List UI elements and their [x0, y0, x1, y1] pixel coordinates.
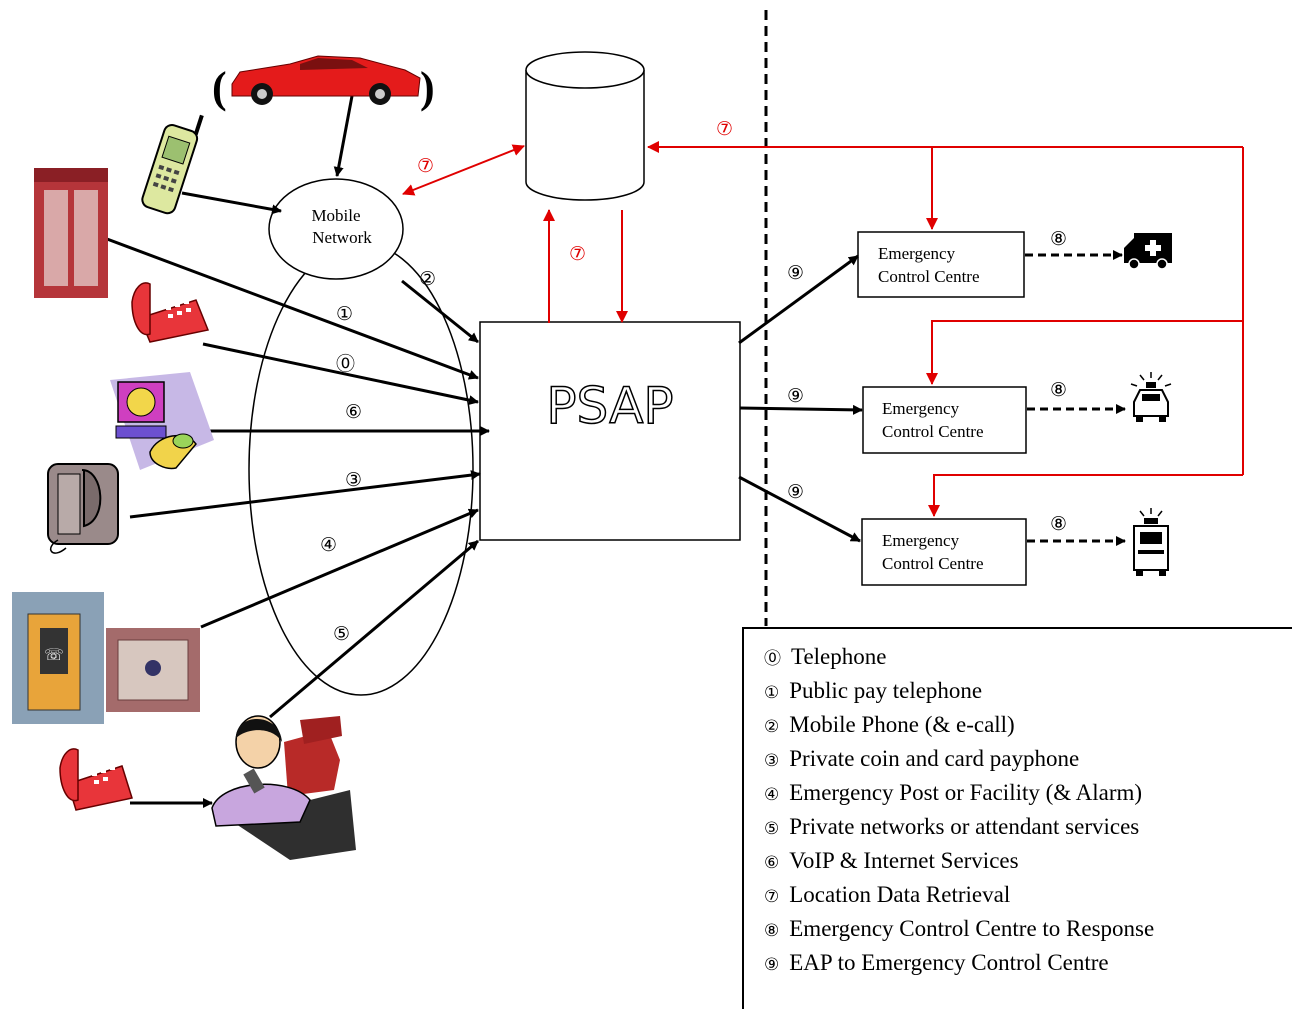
ecc-1-line2: Control Centre [878, 267, 980, 286]
marker-8-ecc2: ⑧ [1050, 379, 1067, 401]
db-mobile-red-arrow [402, 144, 525, 196]
fire-truck-icon [1133, 508, 1169, 576]
marker-7-mobile: ⑦ [417, 155, 434, 177]
ecc-2-line2: Control Centre [882, 422, 984, 441]
psap-label: PSAP [546, 377, 673, 435]
phone-booth-icon [34, 168, 108, 298]
legend-text: Private networks or attendant services [789, 814, 1140, 839]
alarm-box-icon [106, 628, 200, 712]
operator-icon [211, 715, 356, 860]
ecc-3-line2: Control Centre [882, 554, 984, 573]
marker-3: ③ [345, 469, 362, 491]
red-to-ecc3 [928, 474, 1243, 517]
marker-7-psap: ⑦ [569, 243, 586, 265]
ecc-1-line1: Emergency [878, 244, 956, 263]
computer-phone-icon [110, 372, 214, 470]
ecc-box-1: Emergency Control Centre [857, 231, 1025, 298]
marker-6: ⑥ [345, 401, 362, 423]
marker-5: ⑤ [333, 623, 350, 645]
legend-marker: ⓪ [764, 649, 781, 669]
legend-marker: ② [764, 717, 780, 737]
legend-text: Emergency Control Centre to Response [789, 916, 1155, 941]
car-paren-open: ( [212, 63, 227, 112]
ambulance-icon [1124, 233, 1172, 270]
psap-to-ecc2-arrow [739, 404, 863, 415]
legend-item: ⑦ Location Data Retrieval [764, 879, 1292, 913]
legend-item: ⑨ EAP to Emergency Control Centre [764, 947, 1292, 981]
marker-9-ecc3: ⑨ [787, 481, 804, 503]
payphone-to-psap-arrow [129, 470, 481, 519]
legend-marker: ⑧ [764, 921, 780, 941]
legend-item: ① Public pay telephone [764, 675, 1292, 709]
payphone-icon [47, 463, 119, 554]
legend-item: ⑧ Emergency Control Centre to Response [764, 913, 1292, 947]
car-to-mobile-arrow [333, 95, 354, 177]
ecc-box-2: Emergency Control Centre [862, 386, 1027, 454]
legend-text: Public pay telephone [789, 678, 983, 703]
phone-to-mobile-arrow [181, 191, 282, 215]
database-icon [525, 51, 645, 201]
ecc-box-3: Emergency Control Centre [861, 518, 1027, 586]
legend-marker: ⑤ [764, 819, 780, 839]
legend-text: Private coin and card payphone [789, 746, 1080, 771]
police-car-icon [1130, 372, 1172, 422]
marker-8-ecc1: ⑧ [1050, 228, 1067, 250]
marker-1: ① [336, 303, 353, 325]
marker-0: ⓪ [336, 353, 355, 375]
operator-to-psap-arrow [269, 539, 479, 719]
legend-marker: ③ [764, 751, 780, 771]
red-to-ecc2 [926, 320, 1243, 385]
post-to-psap-arrow [200, 508, 479, 629]
marker-9-ecc2: ⑨ [787, 385, 804, 407]
car-icon: ( ) [212, 55, 435, 112]
ecc-2-line1: Emergency [882, 399, 960, 418]
legend-text: EAP to Emergency Control Centre [789, 950, 1109, 975]
psap-to-ecc1-arrow [738, 254, 859, 345]
legend-item: ③ Private coin and card payphone [764, 743, 1292, 777]
marker-2: ② [419, 268, 436, 290]
legend-item: ⓪ Telephone [764, 641, 1292, 675]
marker-9-ecc1: ⑨ [787, 262, 804, 284]
mobile-phone-icon [141, 114, 204, 215]
ecc-3-line1: Emergency [882, 531, 960, 550]
psap-to-ecc3-arrow [738, 475, 861, 543]
legend-text: VoIP & Internet Services [789, 848, 1019, 873]
mobile-network-label-1: Mobile [311, 206, 360, 225]
legend-item: ⑤ Private networks or attendant services [764, 811, 1292, 845]
mobile-network-label-2: Network [312, 228, 372, 247]
marker-8-ecc3: ⑧ [1050, 513, 1067, 535]
svg-text:☏: ☏ [44, 645, 64, 664]
mobile-to-psap-arrow [401, 279, 479, 344]
legend-marker: ⑦ [764, 887, 780, 907]
mobile-network: Mobile Network [268, 178, 404, 280]
legend-text: Telephone [791, 644, 887, 669]
legend-marker: ⑥ [764, 853, 780, 873]
legend-list: ⓪ Telephone ① Public pay telephone ② Mobile P… [744, 629, 1292, 981]
legend-box: ⓪ Telephone ① Public pay telephone ② Mobile P… [742, 627, 1292, 1009]
marker-4: ④ [320, 534, 337, 556]
telephone-icon [131, 282, 210, 343]
legend-item: ② Mobile Phone (& e-call) [764, 709, 1292, 743]
legend-item: ④ Emergency Post or Facility (& Alarm) [764, 777, 1292, 811]
legend-marker: ① [764, 683, 780, 703]
legend-text: Location Data Retrieval [789, 882, 1011, 907]
telephone-to-psap-arrow [202, 342, 479, 406]
telephone-icon-2 [59, 748, 133, 811]
booth-to-psap-arrow [106, 237, 479, 380]
legend-text: Emergency Post or Facility (& Alarm) [789, 780, 1143, 805]
psap-box: PSAP [479, 321, 741, 541]
marker-7-top: ⑦ [716, 118, 733, 140]
legend-marker: ④ [764, 785, 780, 805]
legend-text: Mobile Phone (& e-call) [789, 712, 1015, 737]
legend-marker: ⑨ [764, 955, 780, 975]
legend-item: ⑥ VoIP & Internet Services [764, 845, 1292, 879]
emergency-post-icon: ☏ [12, 592, 104, 724]
car-paren-close: ) [420, 63, 435, 112]
